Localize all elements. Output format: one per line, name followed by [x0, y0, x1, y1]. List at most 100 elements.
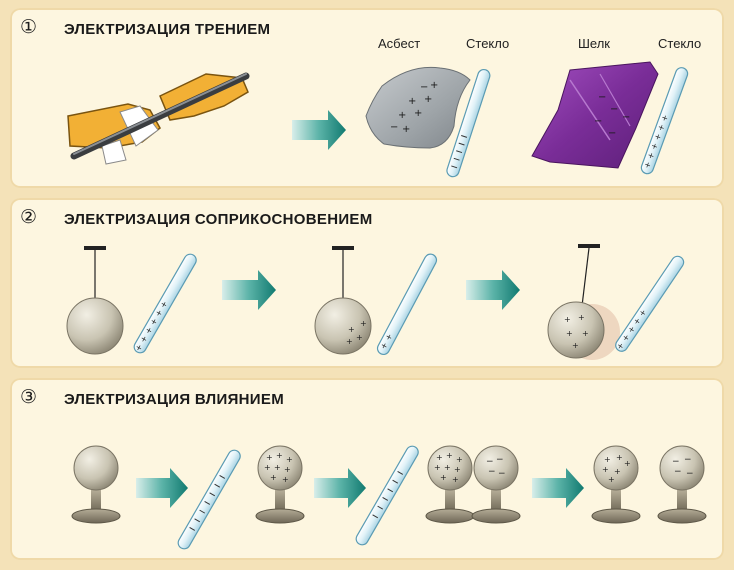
friction-illustration: −+ ++ ++ +− −− −− −	[67, 61, 689, 178]
label-silk: Шелк	[578, 36, 610, 51]
svg-text:+: +	[356, 333, 363, 342]
svg-text:+: +	[284, 465, 291, 474]
svg-text:+: +	[430, 80, 438, 91]
svg-text:+: +	[436, 453, 443, 462]
svg-text:+: +	[139, 334, 149, 345]
section-number-1: ①	[20, 16, 38, 38]
pendulum-icon: +++ +	[314, 246, 372, 355]
electroscope-icon: +++ +++	[591, 445, 641, 524]
svg-text:+: +	[444, 463, 451, 472]
svg-text:+: +	[446, 451, 453, 460]
svg-text:−: −	[622, 112, 630, 123]
svg-text:−: −	[390, 122, 398, 133]
svg-text:−: −	[610, 104, 618, 115]
svg-text:+: +	[572, 341, 579, 350]
svg-text:+: +	[604, 455, 611, 464]
glass-rod-icon: +++ ++	[615, 255, 685, 352]
svg-text:+: +	[274, 463, 281, 472]
label-asbestos: Асбест	[378, 36, 421, 51]
svg-text:+: +	[414, 108, 422, 119]
contact-illustration: +++ +++ +++ + ++	[66, 244, 685, 360]
glass-rod-icon	[446, 68, 491, 178]
svg-text:+: +	[276, 451, 283, 460]
svg-text:+: +	[424, 94, 432, 105]
svg-text:+: +	[408, 96, 416, 107]
panel-induction: ③ ЭЛЕКТРИЗАЦИЯ ВЛИЯНИЕМ	[10, 378, 724, 560]
svg-text:−: −	[496, 455, 504, 465]
svg-text:−: −	[686, 469, 694, 479]
svg-text:+: +	[626, 324, 637, 335]
svg-text:+: +	[566, 329, 573, 338]
pendulum-icon	[66, 246, 124, 355]
svg-text:+: +	[360, 319, 367, 328]
arrow-icon	[292, 110, 346, 150]
panel-contact: ② ЭЛЕКТРИЗАЦИЯ СОПРИКОСНОВЕНИЕМ	[10, 198, 724, 368]
svg-text:−: −	[598, 92, 606, 103]
svg-text:+: +	[624, 459, 631, 468]
svg-text:+: +	[657, 122, 666, 133]
svg-text:+: +	[637, 307, 648, 318]
svg-text:+: +	[282, 475, 289, 484]
svg-text:+: +	[615, 341, 626, 352]
arrow-icon	[136, 468, 188, 508]
svg-text:+: +	[149, 316, 159, 327]
glass-rod-icon	[177, 449, 241, 550]
svg-text:+: +	[650, 141, 659, 152]
svg-text:+: +	[643, 160, 652, 171]
svg-text:+: +	[266, 453, 273, 462]
glass-rod-icon: ++	[376, 253, 438, 356]
silk-cloth-icon: −− −− −	[531, 61, 659, 169]
svg-text:−: −	[594, 116, 602, 127]
svg-text:+: +	[653, 132, 662, 143]
svg-text:+: +	[614, 467, 621, 476]
rod-icon	[70, 72, 250, 160]
svg-text:+: +	[578, 313, 585, 322]
panel-friction: ① ЭЛЕКТРИЗАЦИЯ ТРЕНИЕМ Асбест Стекло Шел…	[10, 8, 724, 188]
electroscope-icon: −− −−	[657, 445, 707, 524]
svg-text:+: +	[454, 465, 461, 474]
svg-text:+: +	[452, 475, 459, 484]
pendulum-icon: ++ ++ +	[547, 244, 620, 360]
svg-text:+: +	[602, 465, 609, 474]
svg-text:+: +	[582, 329, 589, 338]
svg-text:−: −	[674, 467, 682, 477]
electroscope-icon	[71, 445, 121, 524]
label-glass-1: Стекло	[466, 36, 510, 51]
svg-text:+: +	[608, 475, 615, 484]
svg-text:−: −	[488, 467, 496, 477]
arrow-icon	[466, 270, 520, 310]
svg-text:+: +	[348, 325, 355, 334]
svg-text:+: +	[621, 332, 632, 343]
svg-text:+: +	[434, 463, 441, 472]
svg-text:+: +	[660, 113, 669, 124]
glass-rod-icon: +++ +++	[133, 253, 197, 354]
svg-text:−: −	[486, 457, 494, 467]
svg-text:−: −	[608, 128, 616, 139]
glass-rod-icon	[355, 445, 419, 546]
svg-text:+: +	[632, 316, 643, 327]
section-title-induction: ЭЛЕКТРИЗАЦИЯ ВЛИЯНИЕМ	[64, 391, 284, 408]
arrow-icon	[222, 270, 276, 310]
section-number-2: ②	[20, 206, 38, 228]
svg-text:+: +	[144, 325, 154, 336]
svg-text:−: −	[420, 82, 428, 93]
arrow-icon	[532, 468, 584, 508]
svg-text:+: +	[159, 299, 169, 310]
svg-text:−: −	[672, 457, 680, 467]
svg-text:+: +	[440, 473, 447, 482]
label-glass-2: Стекло	[658, 36, 702, 51]
arrow-icon	[314, 468, 366, 508]
svg-text:+: +	[456, 455, 463, 464]
svg-text:−: −	[498, 469, 506, 479]
svg-text:+: +	[134, 342, 144, 353]
svg-text:+: +	[270, 473, 277, 482]
section-number-3: ③	[20, 386, 38, 408]
svg-text:+: +	[346, 337, 353, 346]
svg-text:+: +	[398, 110, 406, 121]
electroscope-icon: +++ +++ ++	[255, 445, 305, 524]
svg-text:+: +	[646, 150, 655, 161]
svg-text:+: +	[154, 308, 164, 319]
glass-rod-icon: +++ +++	[640, 67, 689, 175]
svg-text:+: +	[402, 124, 410, 135]
electroscope-icon: +++ +++ ++	[425, 445, 475, 524]
